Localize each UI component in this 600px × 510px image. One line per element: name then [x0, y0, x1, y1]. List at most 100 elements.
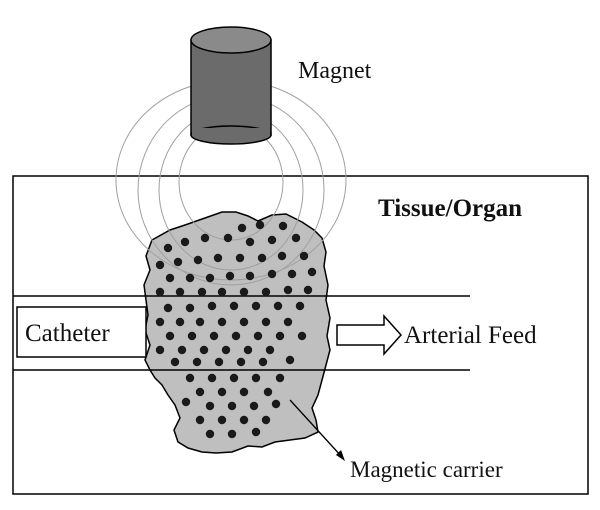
magnetic-particle: [185, 273, 195, 283]
magnetic-particle: [177, 345, 187, 355]
magnetic-particle: [165, 273, 175, 283]
magnetic-carrier-label: Magnetic carrier: [350, 457, 503, 482]
magnetic-particle: [217, 317, 227, 327]
magnetic-particle: [267, 269, 277, 279]
magnetic-particle: [283, 317, 293, 327]
magnetic-particle: [165, 331, 175, 341]
magnet-body: [190, 39, 272, 136]
magnetic-particle: [251, 373, 261, 383]
magnetic-particle: [223, 233, 233, 243]
magnetic-particle: [239, 287, 249, 297]
magnetic-particle: [255, 220, 265, 230]
magnet-icon: [190, 26, 272, 145]
magnetic-particle: [245, 237, 255, 247]
magnetic-particle: [173, 257, 183, 267]
magnetic-particle: [263, 387, 273, 397]
magnetic-particle: [209, 331, 219, 341]
magnetic-particle: [192, 357, 202, 367]
magnetic-particle: [195, 387, 205, 397]
magnetic-particle: [239, 317, 249, 327]
magnetic-particle: [205, 429, 215, 439]
magnetic-particle: [287, 269, 297, 279]
magnetic-particle: [175, 287, 185, 297]
magnetic-particle: [193, 255, 203, 265]
magnetic-particle: [205, 401, 215, 411]
magnetic-particle: [214, 357, 224, 367]
magnetic-particle: [239, 415, 249, 425]
magnetic-particle: [207, 301, 217, 311]
magnetic-particle: [155, 287, 165, 297]
magnet-top: [190, 26, 272, 54]
magnetic-particle: [217, 387, 227, 397]
magnetic-particle: [261, 317, 271, 327]
magnetic-particle: [199, 345, 209, 355]
magnetic-particle: [239, 387, 249, 397]
magnetic-particle: [207, 373, 217, 383]
magnetic-particle: [187, 331, 197, 341]
magnetic-particle: [278, 221, 288, 231]
magnetic-particle: [265, 345, 275, 355]
magnetic-particle: [225, 271, 235, 281]
magnetic-particle: [155, 260, 165, 270]
carrier-pointer-line: [289, 399, 343, 458]
arterial-feed-label: Arterial Feed: [404, 322, 537, 349]
magnetic-particle: [275, 373, 285, 383]
magnetic-particle: [295, 301, 305, 311]
magnetic-particle: [283, 285, 293, 295]
magnetic-particle: [180, 237, 190, 247]
catheter-label: Catheter: [25, 320, 110, 347]
magnetic-particle: [253, 331, 263, 341]
magnetic-particle: [155, 317, 165, 327]
magnetic-particle: [245, 271, 255, 281]
magnetic-particle: [273, 301, 283, 311]
magnetic-particles: [155, 220, 317, 439]
magnetic-particle: [195, 317, 205, 327]
magnetic-particle: [200, 233, 210, 243]
magnetic-particle: [237, 223, 247, 233]
magnetic-particle: [185, 303, 195, 313]
magnetic-particle: [271, 399, 281, 409]
magnetic-particle: [297, 331, 307, 341]
magnetic-particle: [231, 331, 241, 341]
magnetic-particle: [285, 355, 295, 365]
magnetic-particle: [229, 301, 239, 311]
magnetic-particle: [251, 301, 261, 311]
magnetic-particle: [257, 253, 267, 263]
magnetic-particle: [163, 243, 173, 253]
magnetic-particle: [249, 401, 259, 411]
magnetic-particle: [229, 373, 239, 383]
magnetic-particle: [258, 357, 268, 367]
magnetic-particle: [221, 345, 231, 355]
magnetic-particle: [236, 357, 246, 367]
magnetic-particle: [235, 253, 245, 263]
magnetic-particle: [170, 357, 180, 367]
magnetic-particle: [227, 401, 237, 411]
magnetic-particle: [299, 251, 309, 261]
magnetic-particle: [217, 287, 227, 297]
magnetic-particle: [155, 345, 165, 355]
magnetic-particle: [227, 429, 237, 439]
magnetic-particle: [197, 287, 207, 297]
magnetic-particle: [195, 415, 205, 425]
carrier-pointer-arrowhead: [336, 450, 345, 461]
magnetic-particle: [243, 345, 253, 355]
magnetic-particle: [307, 267, 317, 277]
tissue-box: [12, 175, 589, 495]
magnetic-particle: [277, 251, 287, 261]
magnetic-particle: [163, 303, 173, 313]
magnetic-particle: [261, 287, 271, 297]
magnetic-particle: [275, 331, 285, 341]
magnetic-particle: [251, 427, 261, 437]
arterial-feed-arrow-icon: [336, 314, 403, 356]
magnetic-particle: [217, 415, 227, 425]
magnet-label: Magnet: [298, 58, 372, 84]
magnetic-particle: [175, 317, 185, 327]
magnetic-particle: [261, 415, 271, 425]
magnetic-particle: [303, 285, 313, 295]
magnetic-particle: [267, 235, 277, 245]
magnetic-particle: [185, 373, 195, 383]
magnetic-particle: [205, 273, 215, 283]
magnetic-particle: [291, 233, 301, 243]
